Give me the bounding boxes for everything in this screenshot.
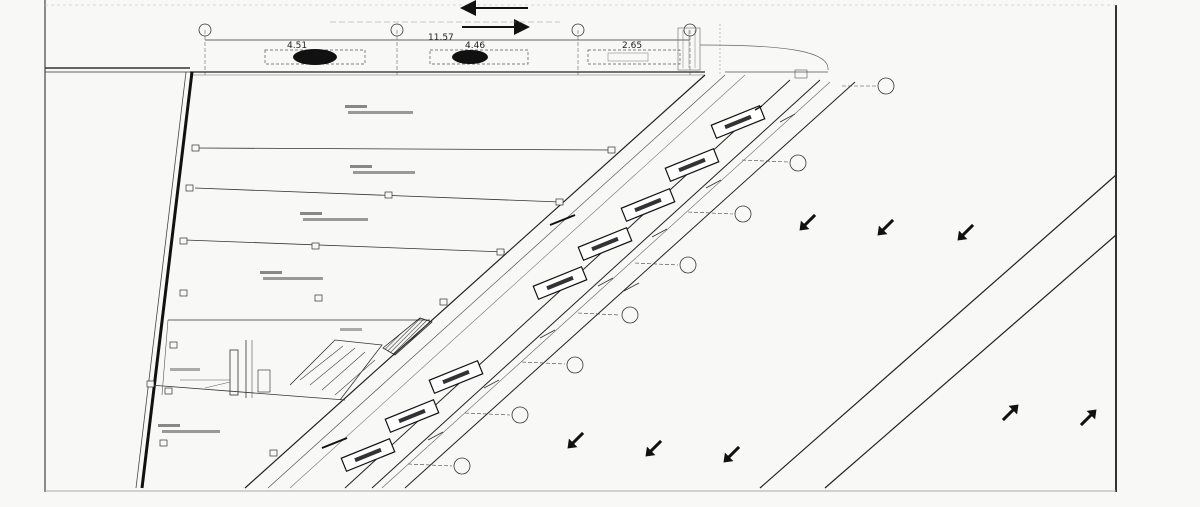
circle-marker-icon [390,23,404,37]
arrow-up-right-icon [1001,404,1019,422]
arrow-down-left-icon [957,223,975,241]
dimension-label-3: 4.46 [465,41,485,51]
room-labels [158,105,415,433]
dimension-label-1: 4.51 [287,41,307,51]
top-strip [45,24,829,76]
circle-marker-icon [734,205,752,223]
arrow-down-left-icon [723,445,741,463]
circle-marker-icon [683,23,697,37]
arrow-up-right-icon [1079,409,1097,427]
arrow-down-left-icon [645,439,663,457]
arrow-down-left-icon [877,218,895,236]
section-tags [407,69,895,475]
parking-signs [340,104,766,473]
dimension-label-2: 11.57 [428,33,454,43]
arrow-down-left-icon [799,213,817,231]
circle-marker-icon [877,77,895,95]
circle-marker-icon [511,406,529,424]
circle-marker-icon [566,356,584,374]
tree-icon [452,50,488,64]
facade-markers [321,105,763,449]
hatched-wall [382,317,433,356]
arrow-down-left-icon [567,431,585,449]
facade-lines [244,74,1117,489]
traffic-arrows-up [1001,404,1097,427]
unit-partitions [146,144,616,457]
circle-marker-icon [789,154,807,172]
traffic-arrows-down [567,213,975,463]
dimension-label-4: 2.65 [622,41,642,51]
building-west-wall [140,71,194,489]
strip-ticks [427,113,796,441]
tree-icon [293,49,337,65]
circle-marker-icon [571,23,585,37]
circle-marker-icon [198,23,212,37]
stair-core [161,317,433,401]
top-arrows [460,0,530,35]
circle-marker-icon [453,457,471,475]
circle-marker-icon [679,256,697,274]
top-dimension-chain [198,21,697,75]
circle-marker-icon [621,306,639,324]
